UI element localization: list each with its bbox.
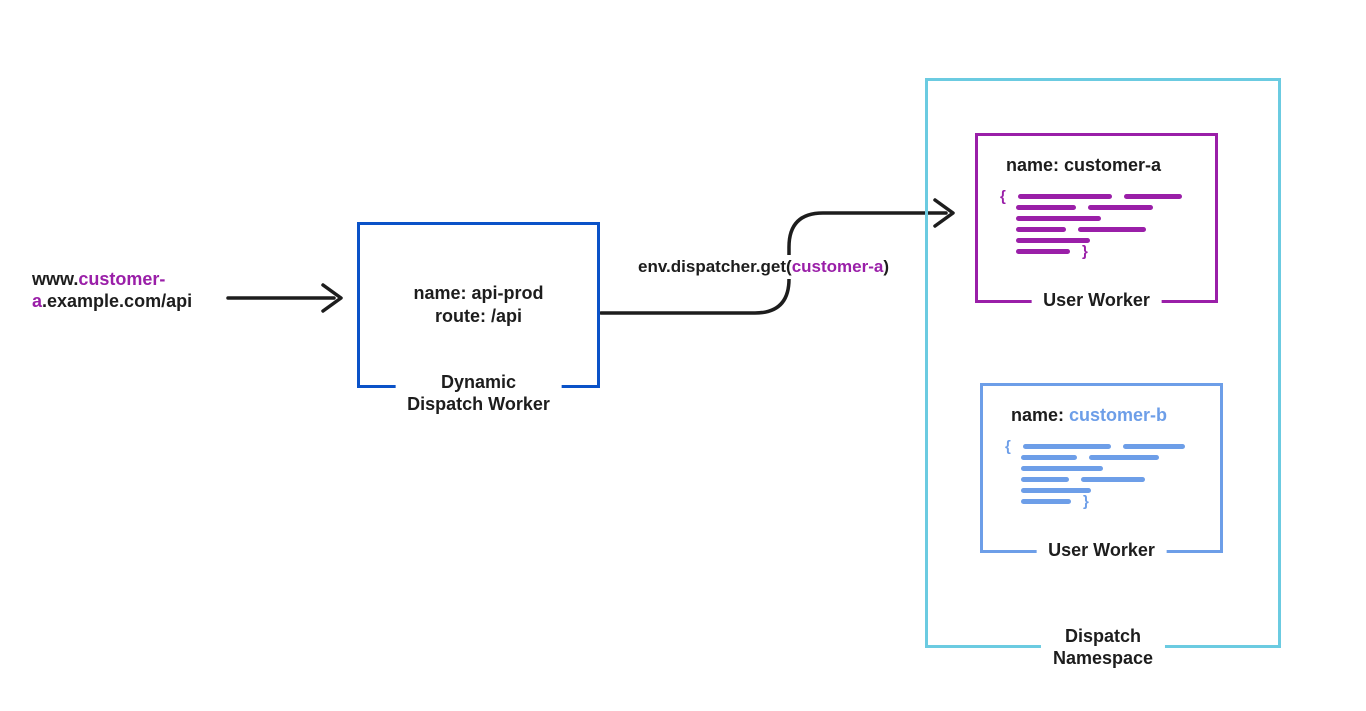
worker-b-code-block: {} — [983, 426, 1220, 510]
code-bar — [1016, 216, 1101, 221]
code-brace: { — [1000, 188, 1006, 205]
dispatch-namespace-box: name: customer-a {} User Worker name: cu… — [925, 78, 1281, 669]
worker-name-prefix: name: — [1006, 155, 1065, 175]
code-line — [1021, 485, 1220, 496]
code-bar — [1089, 455, 1159, 460]
code-line — [1016, 202, 1215, 213]
code-bar — [1021, 499, 1071, 504]
code-line — [1016, 224, 1215, 235]
code-line — [1016, 235, 1215, 246]
worker-a-code-block: {} — [978, 176, 1215, 260]
code-bar — [1016, 205, 1076, 210]
worker-b-name: name: customer-b — [983, 386, 1220, 426]
code-line: { — [1000, 188, 1215, 205]
code-bar — [1021, 455, 1077, 460]
code-bar — [1016, 249, 1070, 254]
code-brace: } — [1083, 493, 1089, 510]
code-bar — [1122, 444, 1185, 449]
code-line — [1021, 463, 1220, 474]
dispatch-worker-name: name: api-prod — [413, 283, 544, 303]
user-worker-a-label: User Worker — [1031, 289, 1162, 311]
code-bar — [1088, 205, 1153, 210]
namespace-caption-line1: Dispatch — [1064, 626, 1142, 646]
code-bar — [1123, 194, 1182, 199]
url-part: .example.com/api — [42, 291, 193, 311]
dispatcher-arrow-head — [933, 198, 955, 228]
dispatch-namespace-label: Dispatch Namespace — [1040, 625, 1166, 669]
code-bar — [1016, 238, 1090, 243]
code-brace: { — [1005, 438, 1011, 455]
code-bar — [1081, 477, 1145, 482]
code-line: } — [1016, 243, 1215, 260]
code-line — [1021, 452, 1220, 463]
code-bar — [1021, 488, 1091, 493]
user-worker-a-box: name: customer-a {} User Worker — [975, 133, 1218, 311]
code-line — [1016, 213, 1215, 224]
worker-name-prefix: name: — [1011, 405, 1070, 425]
worker-name-value: customer-a — [1064, 155, 1162, 175]
request-url-line2: a.example.com/api — [32, 290, 192, 312]
dispatch-worker-caption-line2: Dispatch Worker — [407, 394, 550, 414]
code-line: } — [1021, 493, 1220, 510]
call-prefix: env.dispatcher.get( — [638, 257, 792, 276]
code-bar — [1021, 466, 1103, 471]
url-highlight: customer- — [78, 269, 166, 289]
namespace-caption-line2: Namespace — [1052, 648, 1154, 668]
request-url: www.customer- a.example.com/api — [32, 268, 192, 312]
dispatch-worker-caption-line1: Dynamic — [440, 372, 517, 392]
code-bar — [1016, 227, 1066, 232]
code-brace: } — [1082, 243, 1088, 260]
call-suffix: ) — [883, 257, 889, 276]
worker-a-name: name: customer-a — [978, 136, 1215, 176]
url-highlight: a — [32, 291, 43, 311]
user-worker-b-label: User Worker — [1036, 539, 1167, 561]
dispatch-worker-route: route: /api — [434, 306, 522, 326]
code-bar — [1078, 227, 1146, 232]
request-url-line1: www.customer- — [32, 268, 192, 290]
code-bar — [1017, 194, 1112, 199]
code-line: { — [1005, 438, 1220, 455]
dynamic-dispatch-worker-box: name: api-prod route: /api Dynamic Dispa… — [357, 222, 600, 415]
dynamic-dispatch-worker-label: Dynamic Dispatch Worker — [395, 371, 562, 415]
code-bar — [1021, 477, 1069, 482]
dispatch-worker-details: name: api-prod route: /api — [360, 225, 597, 385]
request-arrow-head — [321, 283, 343, 313]
dispatcher-call-label: env.dispatcher.get(customer-a) — [633, 255, 894, 279]
worker-name-value: customer-b — [1069, 405, 1168, 425]
user-worker-b-box: name: customer-b {} User Worker — [980, 383, 1223, 561]
url-part: www. — [32, 269, 79, 289]
code-line — [1021, 474, 1220, 485]
code-bar — [1022, 444, 1111, 449]
call-arg: customer-a — [791, 257, 884, 276]
